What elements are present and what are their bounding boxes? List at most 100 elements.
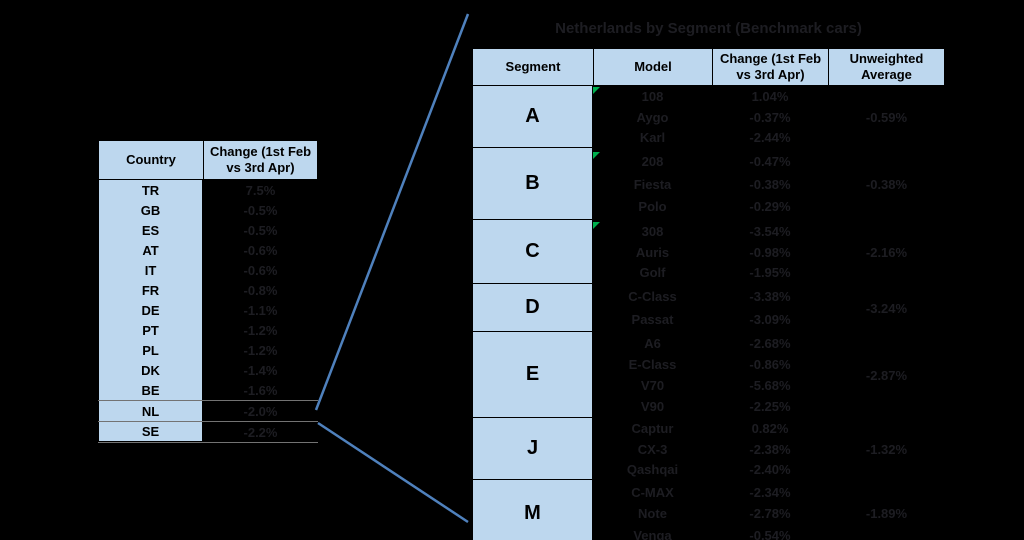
table-row: GB -0.5% bbox=[98, 200, 318, 220]
average-cell: -3.24% bbox=[865, 300, 908, 316]
change-cell: -0.47% bbox=[749, 153, 791, 169]
model-cell: CX-3 bbox=[637, 441, 668, 457]
change-cell: -2.0% bbox=[243, 403, 278, 419]
change-cell: -1.2% bbox=[243, 322, 278, 338]
country-cell: SE bbox=[98, 422, 203, 442]
segment-table: Segment Model Change (1st Feb vs 3rd Apr… bbox=[472, 48, 945, 540]
change-cell: -0.5% bbox=[243, 222, 278, 238]
table-row: E-Class-0.86% bbox=[593, 355, 828, 374]
segment-model-rows: 208-0.47%Fiesta-0.38%Polo-0.29% bbox=[593, 148, 828, 220]
error-indicator-icon bbox=[593, 87, 600, 95]
change-cell: -2.34% bbox=[749, 484, 791, 500]
model-header-cell: Model bbox=[593, 48, 712, 86]
segment-model-rows: C-MAX-2.34% Note-2.78% Venga-0.54% bbox=[593, 480, 828, 540]
country-cell: DE bbox=[98, 300, 203, 320]
change-cell: -3.38% bbox=[749, 289, 791, 305]
model-cell: V70 bbox=[640, 378, 665, 393]
table-row: DK -1.4% bbox=[98, 360, 318, 380]
callout-line-top bbox=[314, 13, 470, 411]
model-cell: Qashqai bbox=[626, 461, 679, 477]
model-cell: V90 bbox=[640, 399, 665, 414]
change-cell: -0.29% bbox=[749, 199, 791, 215]
country-cell: NL bbox=[98, 401, 203, 421]
table-row: C-MAX-2.34% bbox=[593, 483, 828, 502]
change-cell: -0.5% bbox=[243, 202, 278, 218]
country-cell: FR bbox=[98, 280, 203, 300]
change-cell: -0.6% bbox=[243, 262, 278, 278]
model-cell: E-Class bbox=[628, 357, 677, 372]
segment-cell: J bbox=[472, 418, 593, 480]
segment-cell: M bbox=[472, 480, 593, 540]
model-cell: Note bbox=[638, 506, 667, 521]
change-cell: -0.98% bbox=[749, 244, 791, 260]
table-row: CX-3 -2.38% bbox=[593, 440, 828, 459]
table-row: Golf-1.95% bbox=[593, 263, 828, 282]
country-header-cell: Country bbox=[98, 140, 203, 180]
table-row: V70 -5.68% bbox=[593, 376, 828, 395]
segment-table-title: Netherlands by Segment (Benchmark cars) bbox=[555, 20, 862, 37]
table-row: Venga-0.54% bbox=[593, 526, 828, 540]
country-table-header: Country Change (1st Feb vs 3rd Apr) bbox=[98, 140, 318, 180]
table-row: BE-1.6% bbox=[98, 380, 318, 400]
average-cell: -2.16% bbox=[865, 244, 908, 260]
change-header-cell: Change (1st Feb vs 3rd Apr) bbox=[203, 140, 318, 180]
country-cell: GB bbox=[98, 200, 203, 220]
change-cell: -0.54% bbox=[749, 527, 791, 540]
model-cell: Karl bbox=[639, 129, 666, 145]
change-cell: -0.37% bbox=[749, 109, 791, 125]
change-cell: 7.5% bbox=[245, 182, 276, 198]
model-cell: Fiesta bbox=[633, 176, 672, 192]
change-cell: -2.44% bbox=[749, 129, 791, 145]
model-cell: Passat bbox=[631, 311, 674, 327]
change-cell: -2.68% bbox=[749, 336, 791, 351]
country-cell: AT bbox=[98, 240, 203, 260]
change-cell: -2.2% bbox=[243, 424, 278, 440]
segment-cell: E bbox=[472, 332, 593, 418]
change-cell: -3.09% bbox=[749, 311, 791, 327]
change-cell: -2.40% bbox=[749, 461, 791, 477]
country-cell: ES bbox=[98, 220, 203, 240]
change-cell: -1.6% bbox=[243, 382, 278, 398]
table-row: Note-2.78% bbox=[593, 504, 828, 523]
change-cell: 0.82% bbox=[751, 421, 789, 437]
country-cell: DK bbox=[98, 360, 203, 380]
change-cell: -2.38% bbox=[749, 441, 791, 457]
segment-header-cell: Segment bbox=[472, 48, 593, 86]
model-cell: A6 bbox=[644, 336, 661, 351]
table-row: Auris-0.98% bbox=[593, 243, 828, 262]
model-cell: Polo bbox=[638, 199, 667, 215]
change-cell: 1.04% bbox=[751, 89, 789, 105]
segment-cell: D bbox=[472, 284, 593, 332]
change-cell: -2.25% bbox=[749, 399, 791, 414]
change-cell: -0.38% bbox=[749, 176, 791, 192]
segment-cell: B bbox=[472, 148, 593, 220]
table-row: AT-0.6% bbox=[98, 240, 318, 260]
change-cell: -1.4% bbox=[243, 362, 278, 378]
change-header-cell: Change (1st Feb vs 3rd Apr) bbox=[712, 48, 828, 86]
segment-model-rows: 308-3.54% Auris-0.98%Golf-1.95% bbox=[593, 220, 828, 284]
change-cell: -5.68% bbox=[749, 378, 791, 393]
average-cell: -1.89% bbox=[865, 506, 908, 521]
country-cell: IT bbox=[98, 260, 203, 280]
change-cell: -3.54% bbox=[749, 223, 791, 239]
country-cell: PT bbox=[98, 320, 203, 340]
table-row: Fiesta -0.38% bbox=[593, 175, 828, 194]
table-row: 308-3.54% bbox=[593, 221, 828, 241]
average-cell: -1.32% bbox=[865, 441, 908, 457]
change-cell: -1.95% bbox=[749, 265, 791, 281]
table-row: V90 -2.25% bbox=[593, 397, 828, 416]
change-cell: -1.2% bbox=[243, 342, 278, 358]
average-cell: -0.38% bbox=[865, 176, 908, 192]
